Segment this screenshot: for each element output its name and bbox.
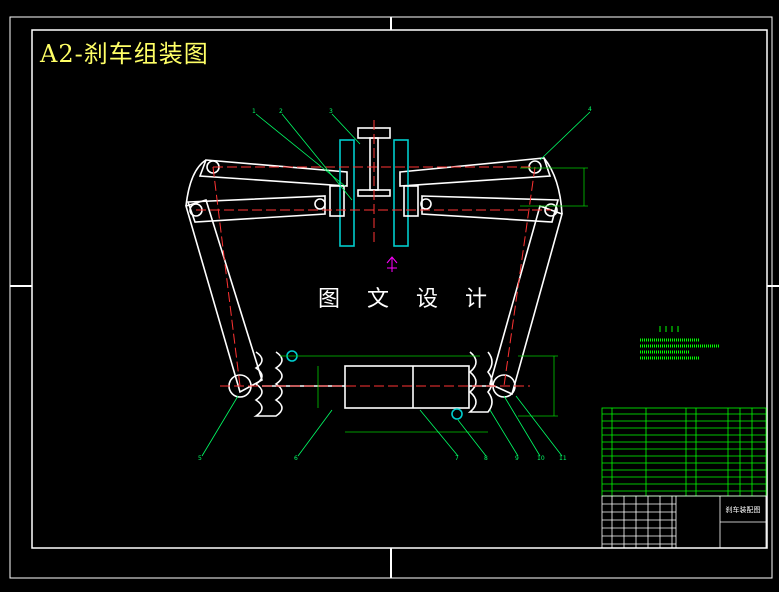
inner-border [31,29,768,549]
right-corner [543,157,563,215]
right-pad-holder [403,185,419,217]
bolt-lower [451,408,463,420]
leader-1 [255,113,346,187]
left-corner [185,159,207,207]
centerline-left-lever [212,166,241,387]
right-spring-coil [467,351,493,413]
left-lever [185,199,263,394]
spring-coil [253,351,283,417]
upper-left-arm [198,159,348,187]
center-watermark-label: 图 文 设 计 [318,287,497,312]
right-lever [489,204,563,396]
balloon-11: 11 [559,455,567,462]
pin-center-left [314,198,326,210]
leader-3 [331,113,361,145]
parts-list-rows [602,413,766,492]
upper-right-arm [399,157,552,187]
balloon-9: 9 [515,455,519,462]
title-block-name: 刹车装配图 [726,505,761,514]
leader-11 [515,395,563,457]
technical-notes [640,326,720,360]
right-brake-shoe [393,139,409,247]
leader-6 [297,409,333,457]
balloon-3: 3 [329,108,333,115]
dimensions [280,167,588,433]
balloon-6: 6 [294,455,298,462]
leader-8 [457,419,487,457]
balloon-2: 2 [279,108,283,115]
left-brake-shoe [339,139,355,247]
left-pad-holder [329,185,345,217]
leader-5 [201,395,239,457]
leader-2 [281,113,353,201]
pin-lower-right [544,203,558,217]
leader-10 [503,395,541,457]
leader-4 [539,111,591,161]
drawing-title: A2-刹车组装图 [40,40,209,68]
view-arrow-head [386,256,398,264]
parts-list [601,407,767,497]
centerline-right-lever [503,166,536,387]
leader-9 [489,409,519,457]
pin-center-right [420,198,432,210]
balloon-8: 8 [484,455,488,462]
leader-lines [201,111,591,457]
title-block-grid [602,496,676,548]
centerlines [196,120,551,387]
balloon-1: 1 [252,108,256,115]
balloon-labels: 1 2 3 4 5 6 7 8 9 10 11 [198,106,592,462]
balloon-4: 4 [588,106,592,113]
title-block: 刹车装配图 [601,495,767,549]
balloon-5: 5 [198,455,202,462]
balloon-7: 7 [455,455,459,462]
view-arrow [386,256,398,272]
leader-7 [419,409,459,457]
balloon-10: 10 [537,455,545,462]
lower-right-link [421,195,560,223]
hydraulic-cylinder [344,365,470,409]
